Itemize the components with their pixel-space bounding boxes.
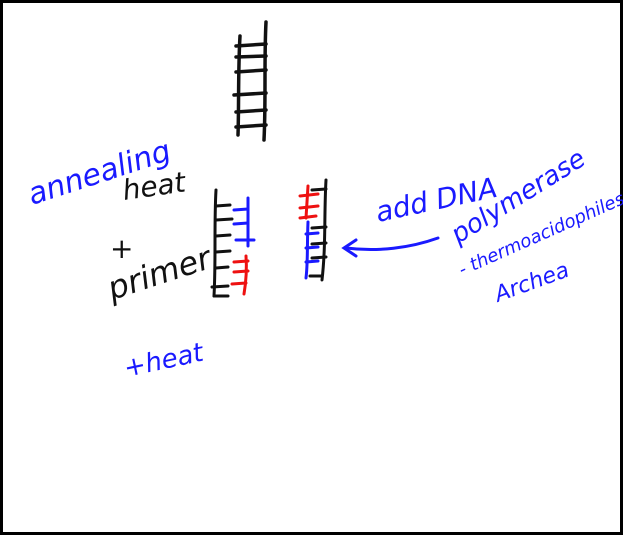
ladder-rung bbox=[234, 108, 268, 114]
extending-strand-right bbox=[298, 178, 328, 282]
ladder-rung bbox=[234, 68, 268, 74]
template-backbone bbox=[212, 188, 218, 298]
ladder-rung bbox=[234, 123, 268, 129]
arrow-polymerase bbox=[341, 236, 440, 258]
label-archea: Archea bbox=[490, 258, 573, 309]
ladder-right-strand bbox=[262, 20, 268, 142]
ladder-rung bbox=[234, 42, 268, 48]
label-plus-heat: +heat bbox=[121, 338, 207, 384]
ladder-rung bbox=[232, 91, 268, 97]
template-strand-left bbox=[210, 188, 256, 298]
primer-red bbox=[242, 254, 248, 296]
new-strand-blue bbox=[304, 220, 310, 280]
ladder-rung bbox=[234, 54, 268, 59]
dsdna-ladder bbox=[232, 20, 268, 142]
ladder-left-strand bbox=[236, 34, 242, 137]
template-backbone bbox=[320, 178, 328, 282]
primer-red bbox=[304, 184, 310, 220]
label-plus-primer: + bbox=[110, 232, 133, 265]
